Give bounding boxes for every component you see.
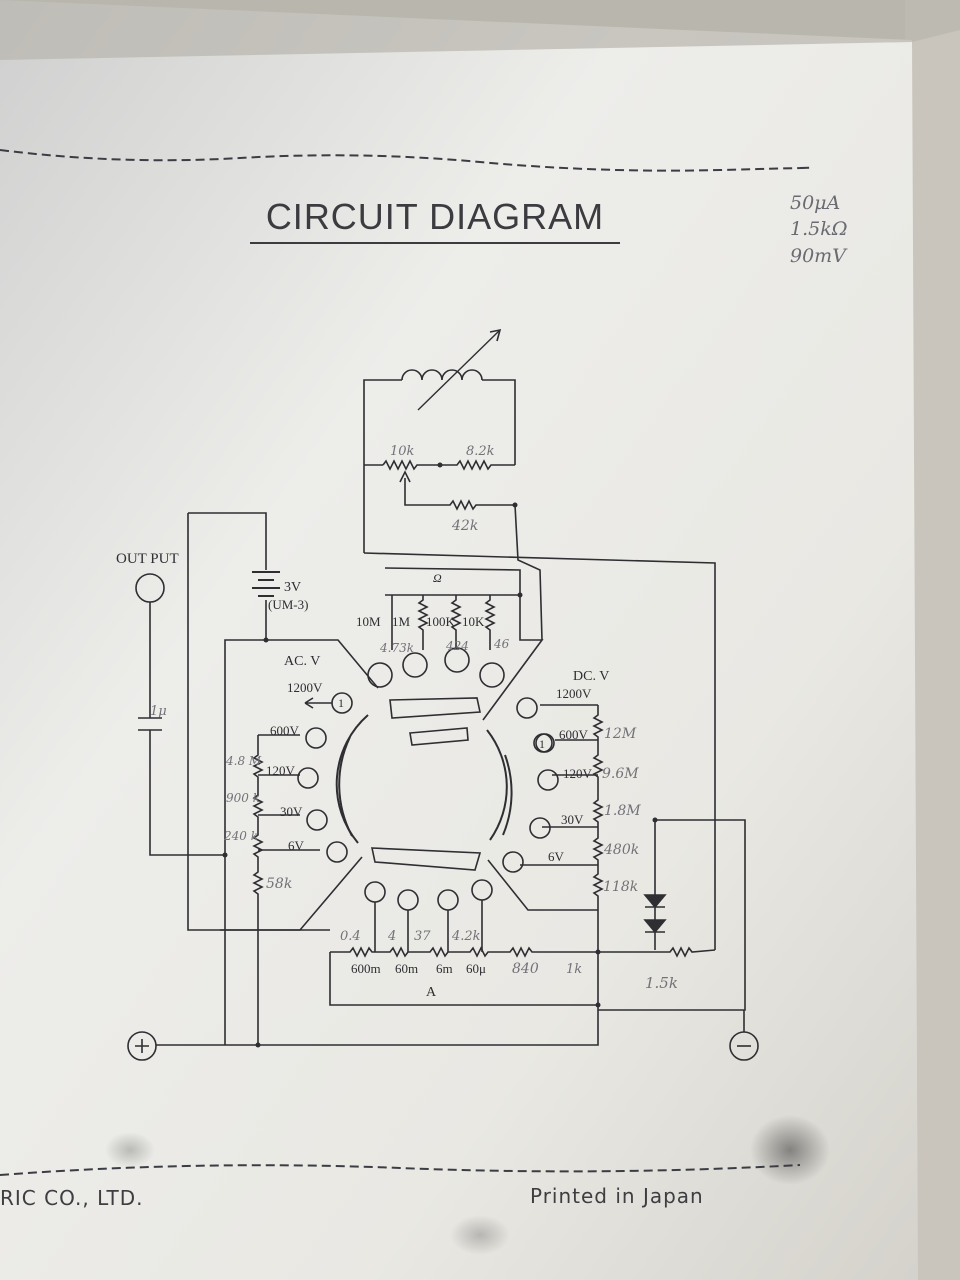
marker-1-dc: 1 (539, 737, 545, 751)
pencil-424: 424 (445, 639, 469, 653)
pencil-42k: 42k (451, 518, 478, 534)
dc-range-1200v: 1200V (556, 686, 592, 701)
dc-voltage-label: DC. V (573, 669, 609, 684)
pencil-10k: 10k (390, 444, 415, 459)
battery-voltage-label: 3V (284, 580, 301, 595)
current-range-60m: 60m (395, 961, 418, 976)
footer-company: RIC CO., LTD. (0, 1186, 144, 1210)
ohm-range-100k: 100K (426, 614, 456, 629)
pencil-9-6m: 9.6M (602, 766, 639, 782)
ohm-range-10m: 10M (356, 614, 381, 629)
marker-1-ac: 1 (338, 696, 344, 710)
pencil-240k: 240 k (223, 829, 258, 843)
ac-range-1200v: 1200V (287, 680, 323, 695)
pencil-900k: 900 k (226, 791, 260, 805)
dc-range-6v: 6V (548, 849, 565, 864)
current-range-6m: 6m (436, 961, 453, 976)
pencil-4-2k: 4.2k (451, 929, 481, 944)
pencil-4-73k: 4.73k (379, 641, 414, 655)
pencil-840: 840 (512, 961, 539, 977)
document-title: CIRCUIT DIAGRAM (250, 196, 620, 244)
pencil-46: 46 (493, 637, 510, 651)
ac-range-30v: 30V (280, 804, 303, 819)
dc-range-600v: 600V (559, 727, 589, 742)
footer-printed: Printed in Japan (530, 1184, 704, 1208)
pencil-480k: 480k (603, 842, 639, 858)
current-range-60u: 60μ (466, 961, 486, 976)
dc-range-120v: 120V (563, 766, 593, 781)
handwritten-note-voltage: 90mV (790, 245, 846, 267)
ohm-range-1m: 1M (392, 614, 411, 629)
battery-type-label: (UM-3) (268, 597, 308, 612)
ohm-range-10k: 10K (462, 614, 485, 629)
ampere-label: A (426, 985, 437, 1000)
pencil-58k: 58k (266, 876, 292, 892)
pencil-1-8m: 1.8M (604, 803, 641, 819)
pencil-118k: 118k (603, 879, 638, 895)
pencil-1-5k: 1.5k (645, 974, 678, 992)
pencil-1u-cap: 1μ (150, 704, 167, 719)
handwritten-note-current: 50μA (790, 192, 841, 214)
dc-range-30v: 30V (561, 812, 584, 827)
pencil-4: 4 (387, 929, 396, 944)
handwritten-note-resistance: 1.5kΩ (790, 218, 848, 240)
current-range-600m: 600m (351, 961, 381, 976)
pencil-1k: 1k (566, 962, 582, 977)
ac-range-6v: 6V (288, 838, 305, 853)
pencil-0-4: 0.4 (340, 929, 361, 944)
ac-voltage-label: AC. V (284, 654, 320, 669)
pencil-12m: 12M (604, 726, 637, 742)
ac-range-600v: 600V (270, 723, 300, 738)
pencil-37: 37 (414, 929, 431, 944)
pencil-8-2k: 8.2k (466, 444, 495, 459)
ohm-symbol: Ω (433, 571, 442, 585)
output-label: OUT PUT (116, 551, 179, 567)
pencil-4-8m: 4.8 M (225, 754, 262, 768)
ac-range-120v: 120V (266, 763, 296, 778)
